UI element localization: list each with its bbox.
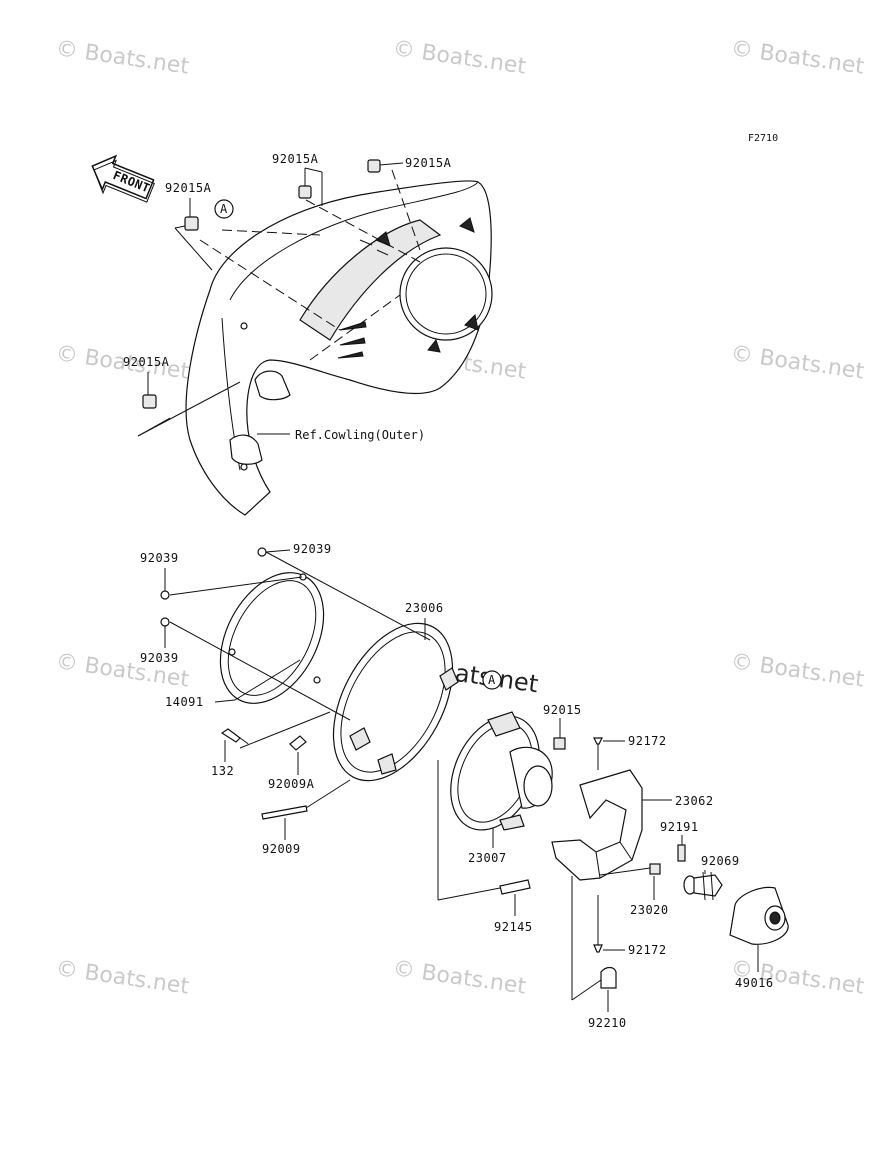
- watermark: © Boats.net: [729, 341, 866, 384]
- headlight-rim-14091: [219, 572, 325, 704]
- reference-note-cowling: Ref.Cowling(Outer): [295, 428, 425, 442]
- part-label-92145: 92145: [494, 920, 533, 934]
- bolt-92009-icon: [261, 805, 308, 820]
- watermark: © Boats.net: [729, 36, 866, 79]
- part-label-92009: 92009: [262, 842, 301, 856]
- screw-92172-top-icon: [593, 737, 603, 745]
- part-label-92172: 92172: [628, 943, 667, 957]
- part-label-92015A: 92015A: [272, 152, 319, 166]
- reference-a-label-lower: A: [488, 673, 496, 687]
- plate-92210-icon: [600, 966, 617, 989]
- clip-23020-icon: [649, 863, 661, 875]
- watermark: © Boats.net: [391, 36, 528, 79]
- reference-marker-a-lower: A: [482, 670, 502, 690]
- headlight-unit-23007: [450, 711, 553, 831]
- upper-leaders: [137, 162, 421, 437]
- bulb-92069: [683, 871, 723, 901]
- part-label-92009A: 92009A: [268, 777, 315, 791]
- part-label-23007: 23007: [468, 851, 507, 865]
- clip-icon: [298, 185, 312, 199]
- bracket-23062: [551, 769, 643, 881]
- part-label-49016: 49016: [735, 976, 774, 990]
- figure-code: F2710: [748, 133, 778, 144]
- nut-92015-icon: [553, 737, 566, 750]
- part-label-23006: 23006: [405, 601, 444, 615]
- part-label-92039: 92039: [140, 651, 179, 665]
- reference-a-label: A: [220, 202, 228, 216]
- front-arrow-icon: FRONT: [91, 154, 155, 203]
- part-label-92039: 92039: [293, 542, 332, 556]
- lower-leaders: [164, 549, 759, 1012]
- clip-icon: [184, 216, 199, 231]
- part-label-92015: 92015: [543, 703, 582, 717]
- cover-49016: [729, 886, 789, 945]
- part-labels: 92015A 92015A 92015A 92015A Ref.Cowling(…: [123, 152, 774, 1030]
- screw-92039-icon: [160, 617, 170, 627]
- part-label-92172: 92172: [628, 734, 667, 748]
- pin-92191-icon: [677, 844, 686, 862]
- part-label-23020: 23020: [630, 903, 669, 917]
- mount-ring-23006: [332, 622, 459, 782]
- bolt-92009A-icon: [289, 735, 307, 751]
- part-label-23062: 23062: [675, 794, 714, 808]
- part-label-92069: 92069: [701, 854, 740, 868]
- clip-icon: [367, 159, 381, 173]
- part-label-92191: 92191: [660, 820, 699, 834]
- part-label-92015A: 92015A: [165, 181, 212, 195]
- watermark: © Boats.net: [729, 649, 866, 692]
- part-label-92039: 92039: [140, 551, 179, 565]
- watermark: © Boats.net: [54, 956, 191, 999]
- spring-92145-icon: [499, 879, 531, 895]
- part-label-92015A: 92015A: [123, 355, 170, 369]
- part-label-92210: 92210: [588, 1016, 627, 1030]
- screw-92172-bottom-icon: [593, 944, 603, 953]
- part-label-14091: 14091: [165, 695, 204, 709]
- screw-92039-icon: [160, 590, 170, 600]
- screw-92039-icon: [257, 547, 267, 557]
- part-label-92015A: 92015A: [405, 156, 452, 170]
- reference-marker-a: A: [214, 199, 234, 219]
- cowling-outer: [185, 180, 493, 516]
- watermark: © Boats.net: [54, 36, 191, 79]
- watermark: © Boats.net: [391, 956, 528, 999]
- part-label-132: 132: [211, 764, 234, 778]
- clip-icon: [142, 394, 157, 409]
